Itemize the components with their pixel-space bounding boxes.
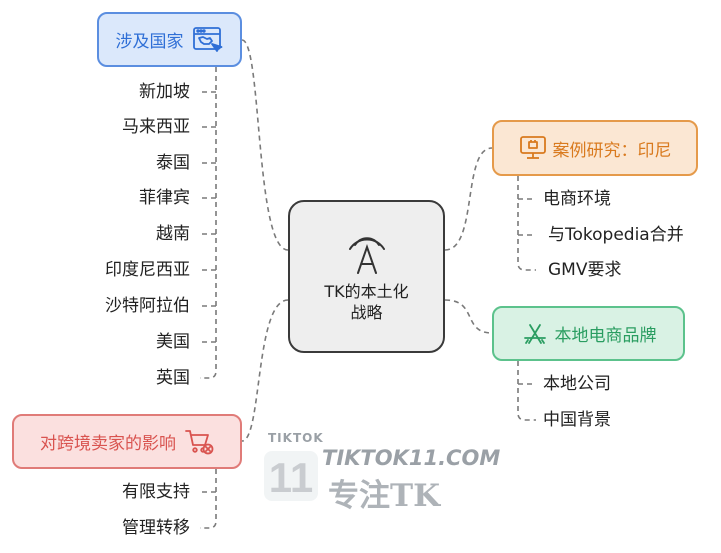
center-title-line1: TK的本土化 (324, 281, 409, 301)
link-impact (241, 299, 289, 442)
center-node[interactable]: TK的本土化 战略 (288, 200, 445, 353)
tiktok-a-icon (343, 231, 391, 275)
country-item: 新加坡 (139, 82, 190, 102)
case-study-item: 与Tokopedia合并 (548, 225, 684, 245)
country-item: 马来西亚 (122, 117, 190, 137)
app-store-icon (521, 321, 549, 347)
browser-map-icon (192, 26, 224, 54)
impact-label: 对跨境卖家的影响 (40, 434, 176, 454)
impact-item: 管理转移 (122, 518, 190, 538)
local-brand-trunk (517, 361, 536, 421)
monitor-icon (519, 135, 547, 161)
country-item: 印度尼西亚 (105, 260, 190, 280)
case-study-label: 案例研究：印尼 (552, 140, 672, 161)
link-local-brand (444, 299, 493, 334)
country-item: 菲律宾 (139, 188, 190, 208)
local-brand-item: 本地公司 (543, 374, 611, 394)
country-item: 沙特阿拉伯 (105, 296, 190, 316)
country-item: 美国 (156, 332, 190, 352)
local-brand-node[interactable]: 本地电商品牌 (492, 306, 685, 361)
case-study-node[interactable]: 案例研究：印尼 (492, 120, 698, 176)
impact-trunk (200, 469, 217, 529)
local-brand-item: 中国背景 (543, 410, 611, 430)
country-item: 英国 (156, 368, 190, 388)
case-study-item: GMV要求 (548, 260, 622, 280)
local-brand-label: 本地电商品牌 (554, 326, 657, 346)
case-study-trunk (517, 176, 536, 271)
watermark-small-text: TIKTOK (268, 431, 324, 445)
watermark-number: 11 (269, 454, 313, 501)
countries-trunk (200, 67, 217, 379)
watermark-domain: TIKTOK11.COM (322, 446, 501, 470)
link-case-study (444, 147, 493, 251)
country-item: 泰国 (156, 153, 190, 173)
center-title-line2: 战略 (350, 302, 383, 322)
case-study-item: 电商环境 (543, 189, 611, 209)
link-countries (241, 39, 289, 251)
impact-node[interactable]: 对跨境卖家的影响 (12, 414, 242, 469)
watermark-logo: 11 (262, 448, 320, 503)
impact-item: 有限支持 (122, 482, 190, 502)
watermark-slogan: 专注TK (328, 478, 441, 514)
countries-node[interactable]: 涉及国家 (97, 12, 242, 67)
country-item: 越南 (156, 224, 190, 244)
countries-label: 涉及国家 (115, 32, 184, 52)
cart-remove-icon (184, 428, 214, 456)
